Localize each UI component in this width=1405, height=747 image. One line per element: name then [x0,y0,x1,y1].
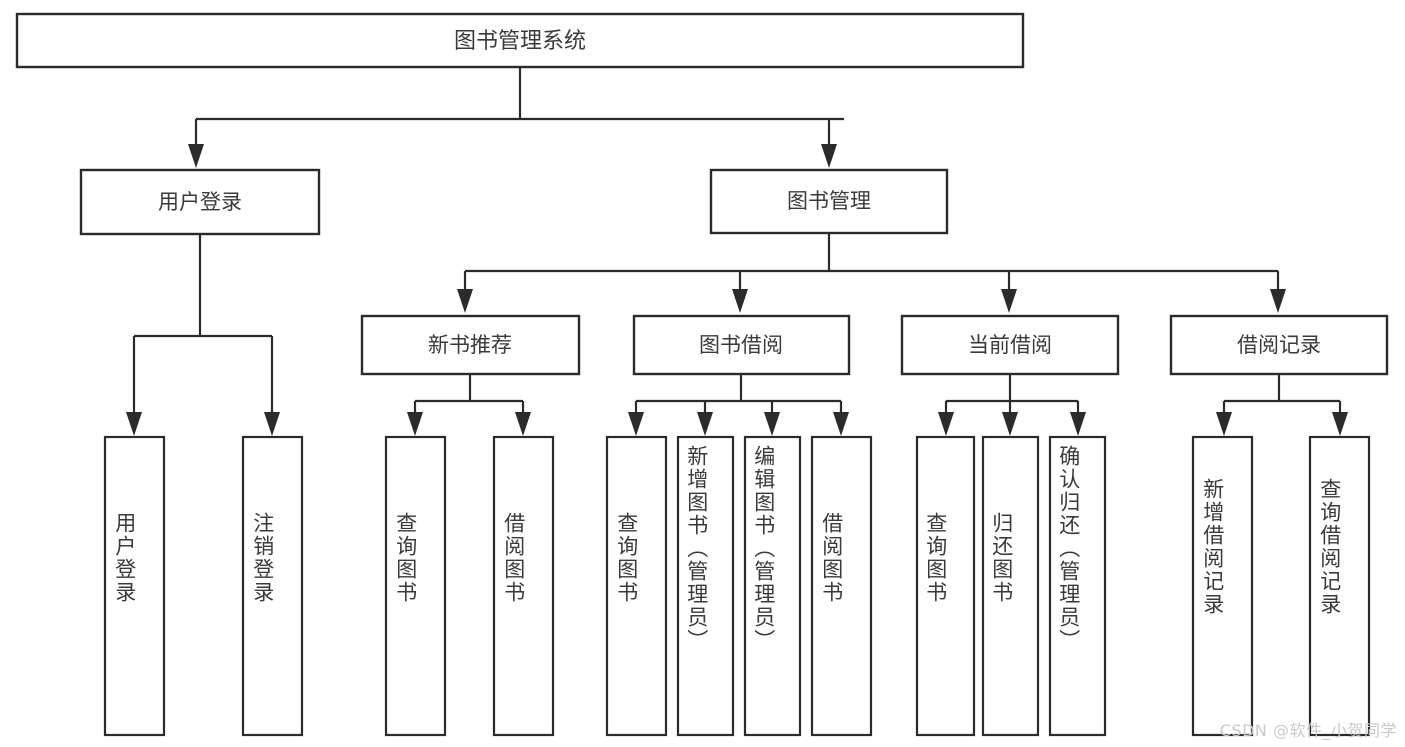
leaf-box-borrow-edit-book[interactable] [743,435,802,737]
node-root-rect[interactable] [15,12,1025,69]
node-new-book-recommend[interactable]: 新书推荐 [360,314,581,376]
node-borrow-record-rect[interactable] [1169,314,1389,376]
arrow-head-new-book [457,289,473,313]
node-new-book-recommend-rect[interactable] [360,314,581,376]
node-root-label: 图书管理系统 [454,29,586,54]
node-book-borrow-rect[interactable] [632,314,851,376]
node-borrow-record-label: 借阅记录 [1237,333,1321,357]
node-user-login-rect[interactable] [79,168,321,236]
watermark-text: CSDN @软件_小贺同学 [1219,721,1397,740]
arrow-head-user-login [188,144,204,168]
node-user-login-label: 用户登录 [158,190,242,214]
leaf-box-current-confirm-return[interactable] [1048,435,1107,737]
leaf-box-borrow-query-book[interactable] [605,435,668,737]
arrow-head-bookborrow-leaf-4 [833,412,849,436]
node-book-management-label: 图书管理 [787,189,871,213]
leaf-box-borrow-borrow-book[interactable] [810,435,873,737]
leaf-box-current-return-book[interactable] [981,435,1040,737]
arrow-head-currentborrow-leaf-3 [1070,412,1086,436]
arrow-head-bookborrow-leaf-1 [628,412,644,436]
arrow-head-leaf-logout [264,412,280,436]
node-book-management[interactable]: 图书管理 [709,168,949,235]
arrow-head-currentborrow-leaf-1 [938,412,954,436]
arrow-head-current-borrow [1001,289,1017,313]
arrow-head-book-mgmt [821,144,837,168]
node-current-borrow-label: 当前借阅 [968,333,1052,357]
leaf-box-current-query-book[interactable] [915,435,976,737]
leaf-box-record-add-record[interactable] [1191,435,1254,737]
arrow-head-bookborrow-leaf-3 [764,412,780,436]
node-book-borrow-label: 图书借阅 [699,333,783,357]
node-current-borrow[interactable]: 当前借阅 [900,314,1120,376]
arrow-head-borrow-record [1270,289,1286,313]
arrow-head-newbook-leaf-2 [515,412,531,436]
leaf-box-newbook-borrow-book[interactable] [492,435,555,737]
node-user-login[interactable]: 用户登录 [79,168,321,236]
arrow-head-book-borrow [732,289,748,313]
arrow-head-currentborrow-leaf-2 [1002,412,1018,436]
node-root-book-management-system[interactable]: 图书管理系统 [15,12,1025,69]
node-book-management-rect[interactable] [709,168,949,235]
leaf-box-user-login[interactable] [103,435,166,737]
leaf-box-logout[interactable] [241,435,304,737]
leaf-box-borrow-add-book[interactable] [676,435,735,737]
arrow-head-bookborrow-leaf-2 [697,412,713,436]
arrow-head-borrowrecord-leaf-2 [1332,412,1348,436]
node-borrow-record[interactable]: 借阅记录 [1169,314,1389,376]
node-book-borrow[interactable]: 图书借阅 [632,314,851,376]
arrow-head-newbook-leaf-1 [407,412,423,436]
node-current-borrow-rect[interactable] [900,314,1120,376]
arrow-head-borrowrecord-leaf-1 [1216,412,1232,436]
leaf-box-record-query-record[interactable] [1308,435,1371,737]
leaf-box-newbook-query-book[interactable] [384,435,447,737]
connector-group [126,67,1348,436]
arrow-head-leaf-user-login [126,412,142,436]
node-new-book-recommend-label: 新书推荐 [428,333,512,357]
